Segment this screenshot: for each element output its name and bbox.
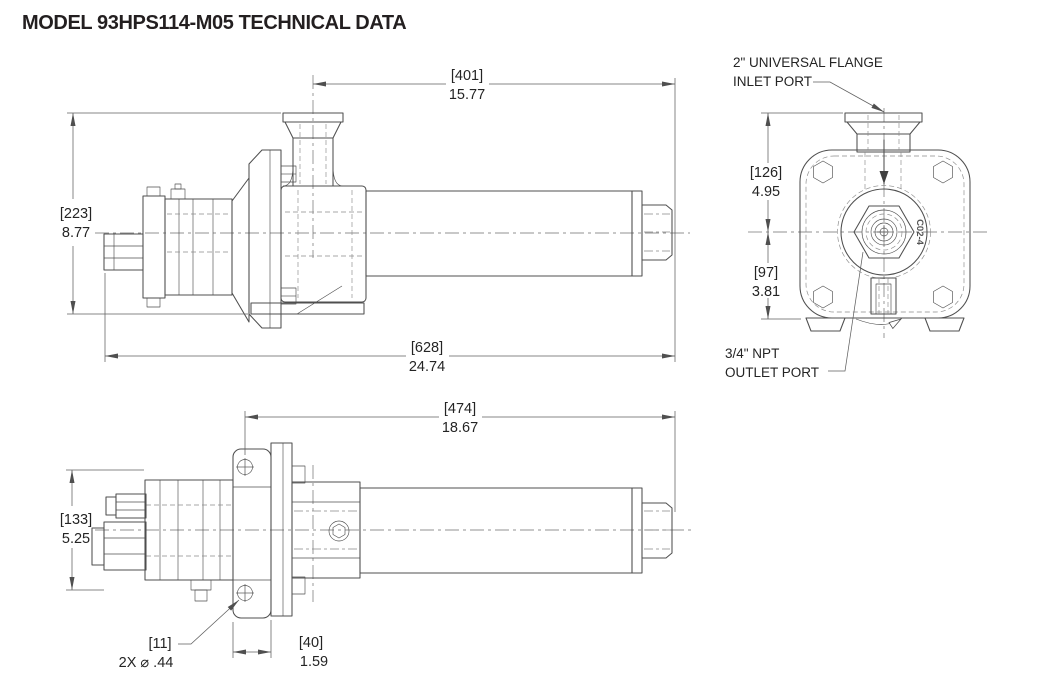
port-fitting-main [91, 521, 147, 571]
barrel-side [365, 190, 673, 277]
dim-40-mm: [40] [299, 635, 323, 651]
side-view: [401] 15.77 [223] 8.77 [628] 24.74 [60, 68, 690, 375]
hole-callout: [11] 2X ⌀ .44 [119, 599, 240, 671]
pump-casing-side [250, 185, 367, 315]
dim-inlet-to-end: [401] 15.77 [313, 68, 676, 362]
plan-view: [474] 18.67 [133] 5.25 [11] 2X ⌀ .44 [40… [60, 401, 692, 671]
inlet-callout-line2: INLET PORT [733, 74, 812, 89]
hole-note: 2X ⌀ .44 [119, 655, 174, 671]
dim-40-in: 1.59 [300, 654, 328, 670]
dim-628-mm: [628] [411, 340, 443, 356]
threaded-end-plan [641, 502, 673, 559]
pump-body-front [799, 149, 971, 332]
mounting-foot [250, 302, 365, 315]
hydraulic-motor-plan [91, 479, 234, 602]
dim-401-in: 15.77 [449, 87, 485, 103]
outlet-callout-line2: OUTLET PORT [725, 365, 819, 380]
mounting-bracket-plan [232, 442, 306, 619]
barrel-plan [359, 487, 673, 574]
mount-hole-bottom [236, 584, 254, 602]
dim-474-in: 18.67 [442, 420, 478, 436]
dim-126-mm: [126] [750, 165, 782, 181]
inlet-leader-line [813, 81, 885, 113]
hole-leader-line [178, 599, 240, 645]
dim-401-mm: [401] [451, 68, 483, 84]
inlet-ferrule-side [282, 112, 344, 187]
plug-boss [328, 520, 350, 542]
outlet-callout-line1: 3/4" NPT [725, 346, 779, 361]
dim-474-mm: [474] [444, 401, 476, 417]
front-view: C02-4 [126] 4.95 [97] 3.81 2" UNIVERSAL … [725, 55, 990, 380]
hole-mm: [11] [148, 636, 171, 652]
dim-mount-offset: [40] 1.59 [232, 620, 328, 670]
dim-flange-to-cl: [126] 4.95 [750, 112, 843, 232]
dim-width-overall: [133] 5.25 [60, 469, 144, 591]
mount-hole-top [236, 458, 254, 476]
page-title: MODEL 93HPS114-M05 TECHNICAL DATA [22, 12, 406, 34]
dim-133-in: 5.25 [62, 531, 90, 547]
cast-mark-text: C02-4 [914, 219, 925, 246]
drain-fitting [190, 579, 212, 602]
port-fitting-top [105, 493, 147, 519]
corner-bolts [813, 160, 953, 309]
dim-cl-to-base: [97] 3.81 [752, 232, 801, 320]
threaded-end [641, 204, 673, 261]
outlet-stub-front [870, 277, 897, 315]
dim-223-in: 8.77 [62, 225, 90, 241]
dim-223-mm: [223] [60, 206, 92, 222]
dim-628-in: 24.74 [409, 359, 445, 375]
dim-126-in: 4.95 [752, 184, 780, 200]
inlet-callout-line1: 2" UNIVERSAL FLANGE [733, 55, 883, 70]
dim-mount-to-end: [474] 18.67 [244, 401, 676, 512]
hydraulic-motor-side [103, 177, 250, 323]
dim-height-overall: [223] 8.77 [60, 112, 281, 315]
inlet-callout: 2" UNIVERSAL FLANGE INLET PORT [733, 55, 885, 113]
dim-97-mm: [97] [754, 265, 778, 281]
dim-length-overall: [628] 24.74 [104, 273, 675, 375]
dim-133-mm: [133] [60, 512, 92, 528]
mounting-plate-side [248, 149, 297, 329]
outlet-callout: 3/4" NPT OUTLET PORT [725, 251, 864, 380]
dim-97-in: 3.81 [752, 284, 780, 300]
rotation-arrow-icon [855, 319, 901, 325]
outlet-leader-line [828, 251, 864, 372]
